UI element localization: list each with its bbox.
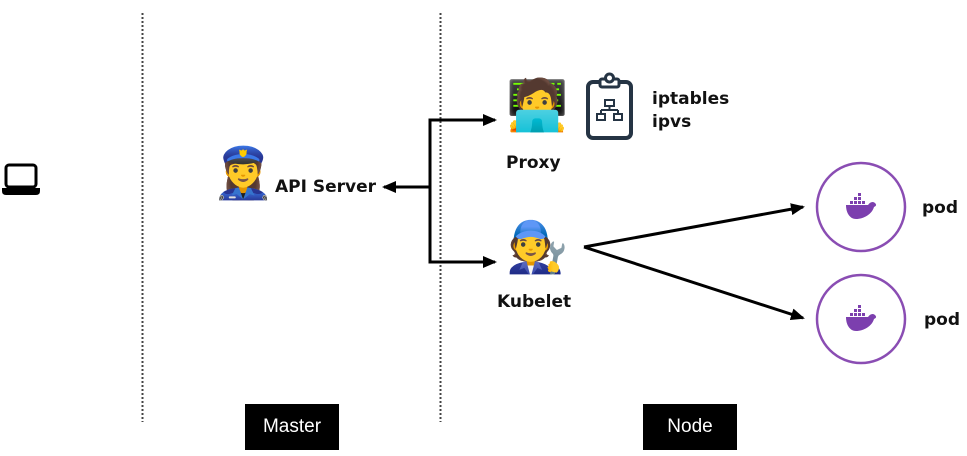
proxy-mode-iptables: iptables — [652, 89, 730, 109]
clipboard-network-icon — [586, 72, 633, 140]
kubelet-label: Kubelet — [497, 292, 572, 312]
zone-tag-node: Node — [643, 404, 737, 450]
police-officer-icon: 👮‍♀️ — [212, 144, 275, 202]
zone-tag-master: Master — [245, 404, 339, 450]
pod-label-2: pod — [924, 310, 961, 330]
proxy-label: Proxy — [506, 153, 561, 173]
proxy-mode-ipvs: ipvs — [652, 112, 692, 132]
laptop-icon — [2, 163, 40, 195]
pod-label-1: pod — [922, 198, 959, 218]
mechanic-icon: 🧑‍🔧 — [506, 218, 569, 276]
arrow-kubelet-to-pod-2 — [583, 245, 805, 321]
docker-whale-icon — [846, 193, 877, 219]
docker-whale-icon — [846, 305, 877, 331]
arrow-kubelet-to-pod-1 — [583, 203, 805, 249]
proxy-modes: iptables ipvs — [652, 88, 729, 134]
technologist-icon: 🧑‍💻 — [506, 76, 569, 134]
connector-bracket — [428, 118, 490, 264]
api-server-label: API Server — [275, 177, 377, 197]
